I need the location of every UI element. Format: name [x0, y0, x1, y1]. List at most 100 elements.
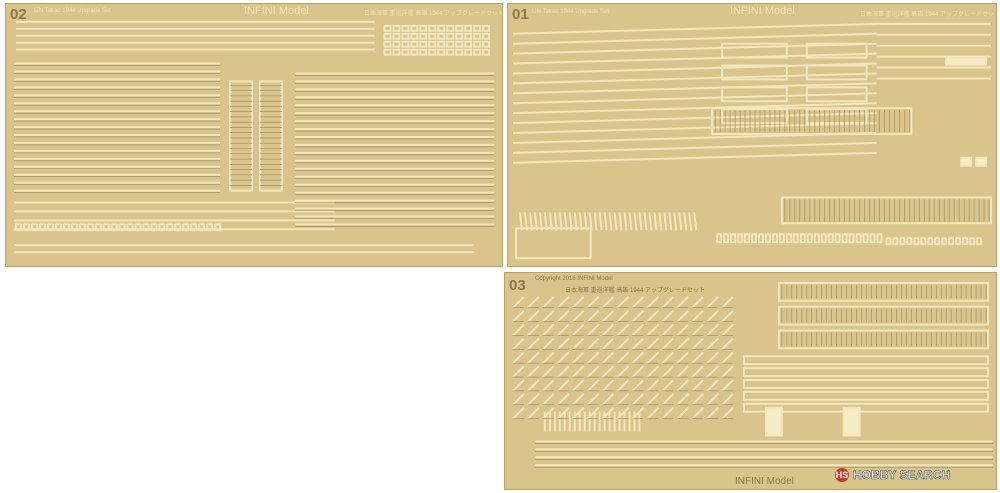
- small-part: [799, 233, 806, 244]
- small-part: [62, 223, 70, 232]
- grid-part: [428, 24, 437, 32]
- grating-part: [780, 196, 993, 225]
- small-part: [948, 237, 955, 246]
- grid-part: [392, 48, 401, 56]
- railing-part: [512, 151, 877, 164]
- triangle-part: [631, 323, 645, 337]
- grid-part: [446, 40, 455, 48]
- small-part: [30, 223, 38, 232]
- grid-part: [383, 48, 392, 56]
- grid-part: [482, 48, 491, 56]
- triangle-part: [527, 365, 540, 378]
- small-part: [771, 233, 778, 244]
- oval-railing: [721, 86, 788, 103]
- grating-part: [711, 107, 913, 135]
- small-part: [841, 233, 848, 244]
- triangle-part: [721, 351, 734, 364]
- ladder-strip: [743, 367, 990, 378]
- triangle-part: [601, 379, 615, 392]
- small-part: [892, 237, 899, 246]
- railing-part: [512, 122, 877, 135]
- triangle-part: [706, 323, 719, 337]
- small-part: [969, 237, 976, 246]
- sheet-03-copyright: Copyright 2016 INFINI Model: [535, 276, 613, 282]
- small-part: [94, 223, 102, 232]
- small-part: [14, 223, 22, 232]
- photo-etch-sheet-03: 03 Copyright 2016 INFINI Model 日本海軍 重巡洋艦…: [504, 272, 997, 490]
- triangle-part: [646, 351, 660, 364]
- triangle-part: [676, 365, 689, 378]
- small-part: [46, 223, 54, 232]
- grid-part: [446, 24, 455, 32]
- triangle-part: [572, 393, 585, 406]
- small-part: [182, 223, 190, 232]
- triangle-part: [557, 393, 570, 406]
- triangle-part: [601, 309, 615, 323]
- triangle-part: [676, 323, 689, 337]
- grid-part: [392, 24, 401, 32]
- small-part: [834, 233, 841, 244]
- plate-part: [945, 57, 988, 66]
- sheet-01-parts: [508, 4, 996, 266]
- grid-part: [383, 24, 392, 32]
- small-part: [174, 223, 182, 232]
- small-part: [158, 223, 166, 232]
- triangle-part: [527, 393, 540, 406]
- grid-part: [419, 40, 428, 48]
- triangle-part: [601, 323, 615, 337]
- hobby-search-watermark: HS HOBBY SEARCH: [835, 468, 950, 482]
- triangle-part: [661, 309, 675, 323]
- small-part: [723, 233, 730, 244]
- triangle-part: [572, 351, 585, 364]
- triangle-part: [586, 351, 600, 364]
- triangle-part: [542, 309, 555, 323]
- watermark-text: HOBBY SEARCH: [853, 468, 951, 483]
- oval-railing: [721, 42, 788, 59]
- stanchion-part: [638, 212, 643, 231]
- oval-railing: [805, 64, 868, 81]
- triangle-part: [512, 351, 525, 364]
- stanchion-part: [623, 212, 628, 231]
- grid-part: [428, 40, 437, 48]
- triangle-part: [661, 379, 675, 392]
- grid-part: [437, 24, 446, 32]
- grid-part: [401, 32, 410, 40]
- grid-part: [437, 48, 446, 56]
- grid-part: [383, 32, 392, 40]
- sheet-02-number: 02: [10, 6, 27, 23]
- grid-part: [464, 48, 473, 56]
- triangle-part: [646, 309, 660, 323]
- ladder-part: [258, 80, 283, 192]
- grid-part: [437, 32, 446, 40]
- small-part: [38, 223, 46, 232]
- small-part: [150, 223, 158, 232]
- ladder-strip: [743, 390, 990, 401]
- triangle-part: [616, 296, 630, 309]
- stanchion-part: [688, 212, 693, 231]
- triangle-part: [542, 337, 555, 350]
- grid-part: [419, 24, 428, 32]
- grating-part: [777, 281, 990, 302]
- triangle-part: [721, 309, 734, 323]
- small-part: [855, 233, 862, 244]
- triangle-part: [586, 323, 600, 337]
- triangle-part: [721, 296, 734, 309]
- railing-part: [512, 42, 877, 55]
- triangle-part: [706, 296, 719, 309]
- grid-part: [455, 32, 464, 40]
- railing-part: [512, 22, 877, 35]
- small-part: [54, 223, 62, 232]
- stanchion-part: [653, 212, 658, 231]
- small-part: [955, 237, 962, 246]
- square-part: [960, 156, 973, 167]
- sheet-03-number: 03: [509, 277, 526, 294]
- sheet-02-brand: INFINI Model: [244, 5, 309, 17]
- small-part: [86, 223, 94, 232]
- triangle-part: [616, 379, 630, 392]
- sheet-03-brand: INFINI Model: [735, 476, 794, 487]
- triangle-part: [706, 337, 719, 350]
- grid-part: [473, 40, 482, 48]
- oval-railing: [805, 86, 868, 103]
- small-part: [166, 223, 174, 232]
- triangle-part: [616, 309, 630, 323]
